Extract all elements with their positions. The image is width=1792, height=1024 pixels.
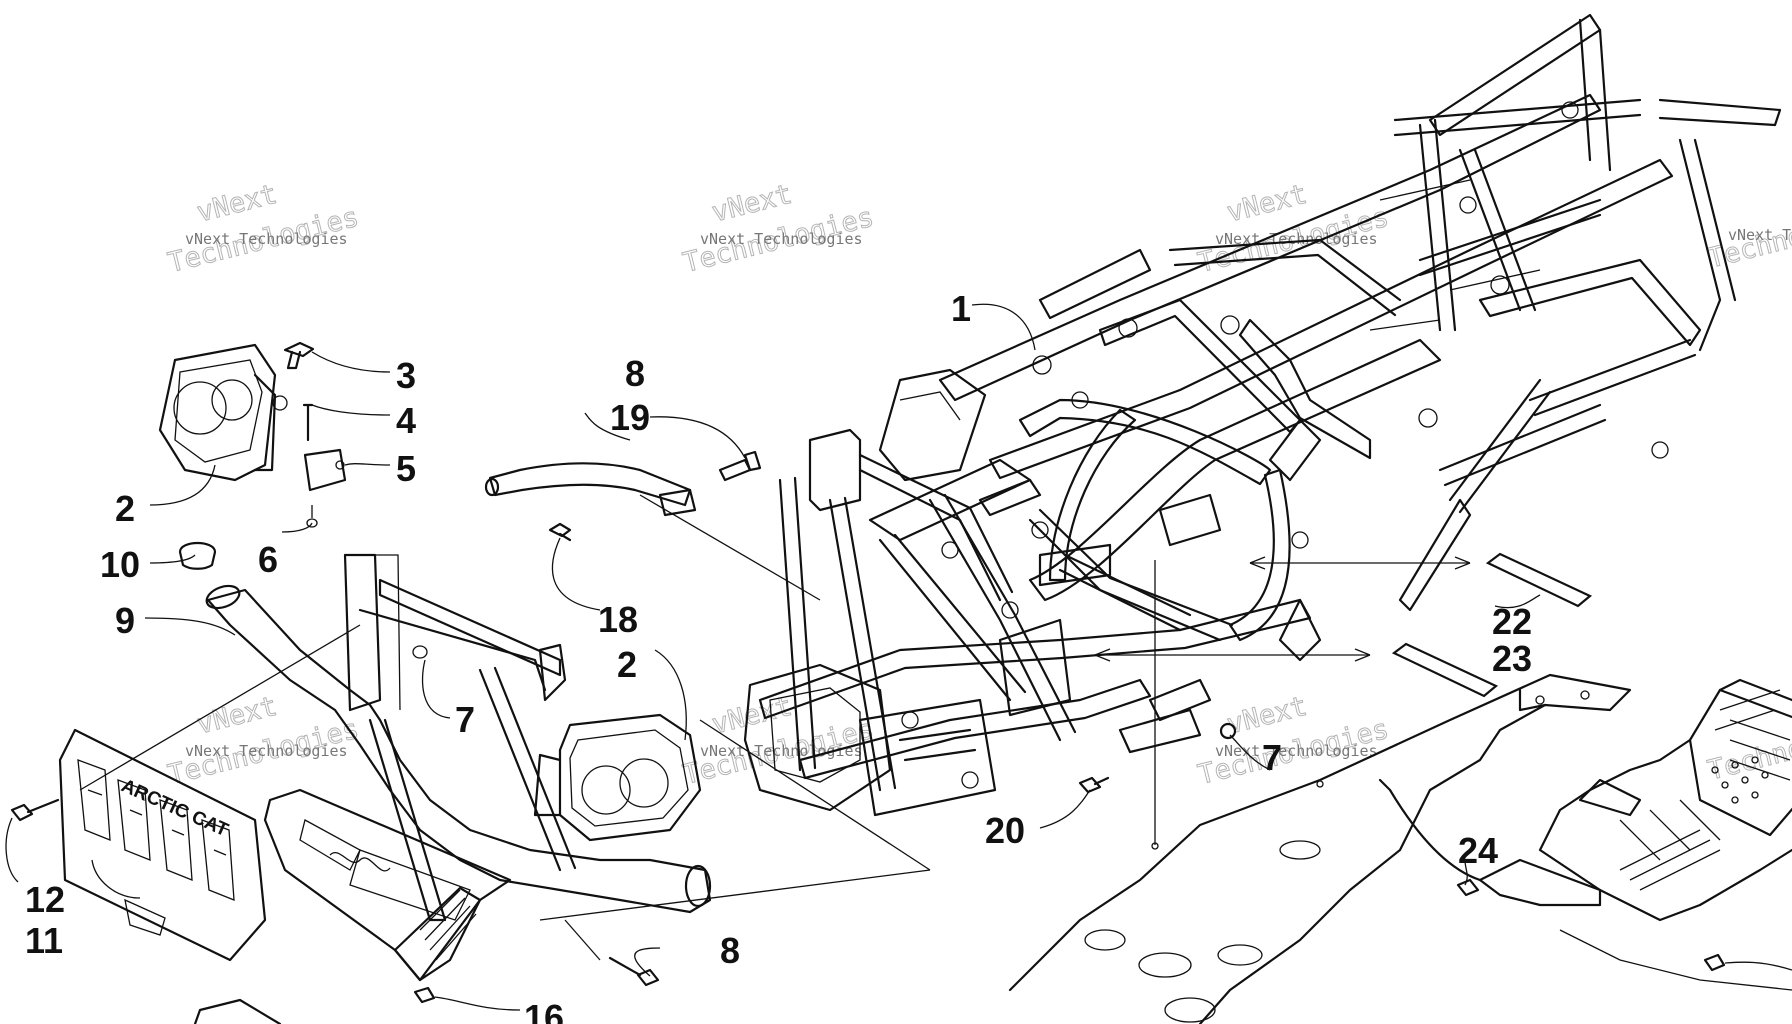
leader bbox=[564, 919, 601, 961]
callout-11: 11 bbox=[25, 920, 63, 961]
watermark-group-1: vNext Technologies bbox=[165, 178, 363, 279]
bolt-8-lower bbox=[608, 956, 660, 987]
callout-7-left: 7 bbox=[455, 699, 475, 740]
headlight-lower bbox=[533, 713, 702, 842]
trim-strip-23 bbox=[1391, 642, 1499, 698]
nut-7-right bbox=[1219, 722, 1237, 740]
watermark-text: vNext Technologies bbox=[185, 230, 348, 248]
watermark-text: vNext Technologies bbox=[700, 230, 863, 248]
callout-2-upper: 2 bbox=[115, 488, 135, 529]
watermark-group-8: Technologies bbox=[1704, 709, 1792, 787]
callout-leaders bbox=[5, 303, 1792, 1011]
screw-4 bbox=[302, 403, 314, 442]
front-skid-guard-16 bbox=[193, 788, 512, 1024]
main-frame bbox=[743, 13, 1782, 817]
watermark-group-5: vNext Technologies bbox=[165, 690, 363, 791]
watermark-text: vNext Technologies bbox=[185, 742, 348, 760]
callout-3: 3 bbox=[396, 355, 416, 396]
callout-18: 18 bbox=[598, 599, 638, 640]
watermark-text: vNext Technologies bbox=[1728, 226, 1792, 244]
bolt-12 bbox=[10, 798, 60, 822]
bracket-hole bbox=[335, 460, 345, 470]
headlight-upper bbox=[158, 343, 288, 482]
washer-6 bbox=[306, 518, 318, 528]
callout-12: 12 bbox=[25, 879, 65, 920]
bolt-3 bbox=[283, 341, 315, 370]
bolt-8-upper bbox=[718, 450, 762, 482]
bumper-stay-19 bbox=[484, 462, 821, 601]
headlight-bracket bbox=[303, 448, 347, 492]
callout-4: 4 bbox=[396, 400, 416, 441]
skid-plate bbox=[1008, 673, 1632, 1024]
watermark-vnext: vNext bbox=[709, 179, 795, 229]
callout-20: 20 bbox=[985, 810, 1025, 851]
callout-10: 10 bbox=[100, 544, 140, 585]
callout-23: 23 bbox=[1492, 638, 1532, 679]
callout-22: 22 bbox=[1492, 601, 1532, 642]
leader bbox=[539, 869, 931, 921]
leader bbox=[699, 719, 931, 871]
bolt-18 bbox=[548, 522, 572, 542]
front-bumper bbox=[205, 553, 712, 922]
callout-1: 1 bbox=[951, 288, 971, 329]
footrest-assembly bbox=[1378, 678, 1792, 991]
bolt-16 bbox=[413, 986, 436, 1004]
bolt-rear bbox=[1703, 953, 1726, 972]
watermark-group-2: vNext Technologies bbox=[680, 178, 878, 279]
watermark-group-6: vNext Technologies bbox=[680, 690, 878, 791]
callout-8-upper: 8 bbox=[625, 353, 645, 394]
watermark-vnext: vNext bbox=[194, 179, 280, 229]
nut-24 bbox=[1456, 878, 1480, 897]
watermark-group-7: vNext Technologies bbox=[1195, 690, 1393, 791]
callout-9: 9 bbox=[115, 600, 135, 641]
watermark-text: vNext Technologies bbox=[700, 742, 863, 760]
callout-19: 19 bbox=[610, 397, 650, 438]
callout-16: 16 bbox=[524, 997, 564, 1024]
watermark-vnext: vNext bbox=[1224, 691, 1310, 741]
watermark-vnext: vNext bbox=[709, 691, 795, 741]
bolt-20 bbox=[1078, 776, 1110, 794]
callout-6: 6 bbox=[258, 539, 278, 580]
callout-labels: 1 2 3 4 5 6 7 8 9 10 11 12 16 18 19 2 8 … bbox=[25, 288, 1532, 1024]
callout-2-lower: 2 bbox=[617, 644, 637, 685]
trim-strip-22 bbox=[1485, 552, 1593, 608]
leader bbox=[79, 624, 361, 791]
watermark-text: vNext Technologies bbox=[1215, 742, 1378, 760]
watermark-vnext: vNext bbox=[1224, 179, 1310, 229]
callout-24: 24 bbox=[1458, 830, 1498, 871]
watermark-technologies: Technologies bbox=[1705, 709, 1792, 786]
grommet-10 bbox=[178, 541, 217, 570]
callout-8-lower: 8 bbox=[720, 930, 740, 971]
arrow-lines bbox=[1094, 556, 1471, 845]
callout-5: 5 bbox=[396, 448, 416, 489]
callout-7-right: 7 bbox=[1262, 737, 1282, 778]
